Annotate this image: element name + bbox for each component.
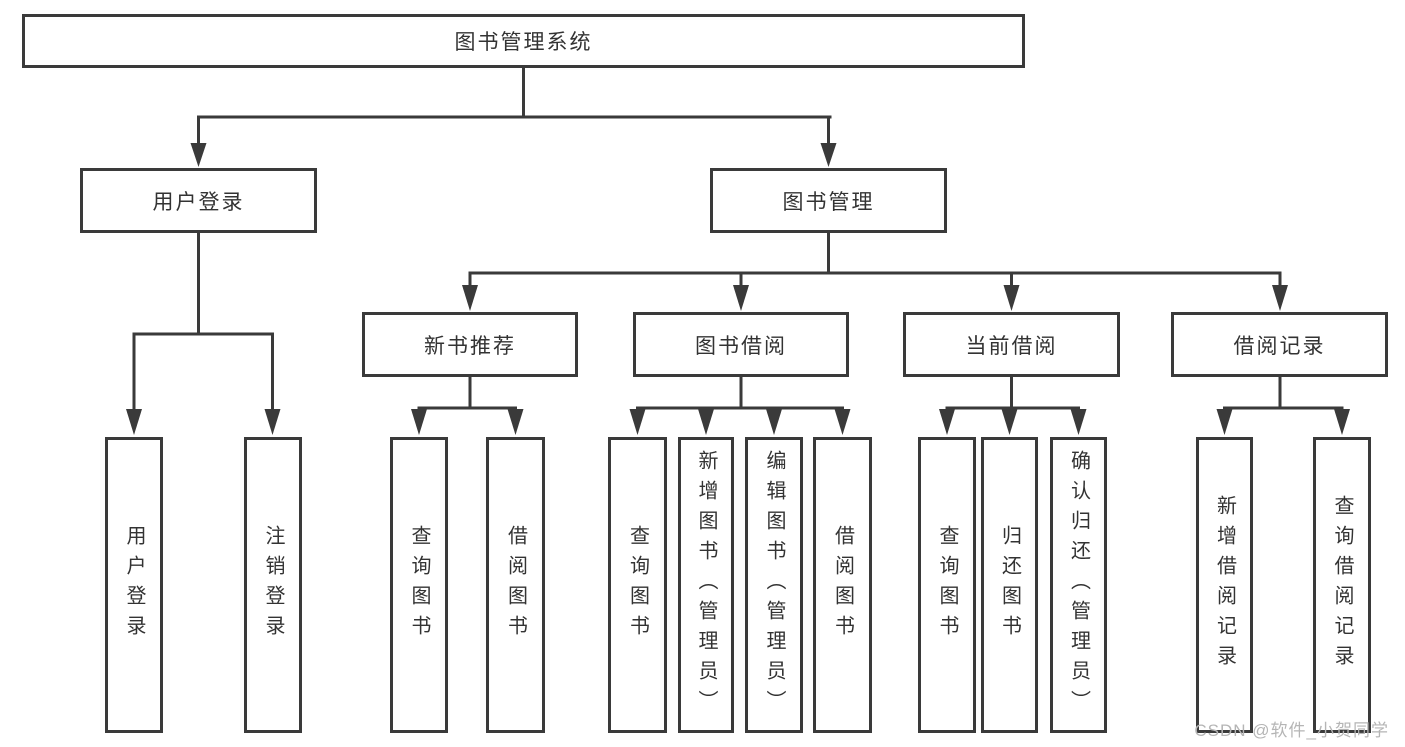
node-borrow-records: 借阅记录 xyxy=(1171,312,1388,377)
leaf-edit-books-admin-label: 编辑图书︵管理员︶ xyxy=(763,450,785,720)
leaf-return-books-label: 归还图书 xyxy=(998,525,1021,645)
node-book-management: 图书管理 xyxy=(710,168,947,233)
leaf-query-borrow-record: 查询借阅记录 xyxy=(1313,437,1371,733)
arrowhead-icons xyxy=(126,143,1350,435)
leaf-borrow-books-recommend-label: 借阅图书 xyxy=(504,525,527,645)
leaf-query-books-current-label: 查询图书 xyxy=(936,525,958,645)
leaf-add-books-admin-label: 新增图书︵管理员︶ xyxy=(695,450,717,720)
node-borrow-records-label: 借阅记录 xyxy=(1233,334,1326,358)
node-current-borrow-label: 当前借阅 xyxy=(965,334,1058,358)
leaf-add-borrow-record: 新增借阅记录 xyxy=(1196,437,1253,733)
leaf-query-books-recommend: 查询图书 xyxy=(390,437,448,733)
node-book-borrow-label: 图书借阅 xyxy=(695,334,787,358)
leaf-user-login: 用户登录 xyxy=(105,437,163,733)
leaf-borrow-books-label: 借阅图书 xyxy=(831,525,854,645)
leaf-logout-label: 注销登录 xyxy=(262,525,284,645)
node-current-borrow: 当前借阅 xyxy=(903,312,1120,377)
leaf-return-books: 归还图书 xyxy=(981,437,1038,733)
leaf-query-books-current: 查询图书 xyxy=(918,437,976,733)
leaf-add-books-admin: 新增图书︵管理员︶ xyxy=(678,437,734,733)
node-user-login-label: 用户登录 xyxy=(152,190,245,214)
leaf-confirm-return-admin-label: 确认归还︵管理员︶ xyxy=(1067,450,1090,720)
leaf-borrow-books: 借阅图书 xyxy=(813,437,872,733)
node-root-label: 图书管理系统 xyxy=(454,31,593,54)
leaf-query-borrow-record-label: 查询借阅记录 xyxy=(1331,495,1353,675)
node-book-management-label: 图书管理 xyxy=(782,190,875,214)
node-user-login: 用户登录 xyxy=(80,168,317,233)
leaf-query-books-recommend-label: 查询图书 xyxy=(408,525,430,645)
node-new-book-recommend: 新书推荐 xyxy=(362,312,578,377)
node-book-borrow: 图书借阅 xyxy=(633,312,849,377)
node-root: 图书管理系统 xyxy=(22,14,1025,68)
leaf-user-login-label: 用户登录 xyxy=(123,525,145,645)
watermark: CSDN @软件_小贺同学 xyxy=(1194,721,1389,740)
leaf-borrow-books-recommend: 借阅图书 xyxy=(486,437,545,733)
leaf-query-books-borrow-label: 查询图书 xyxy=(626,525,649,645)
leaf-confirm-return-admin: 确认归还︵管理员︶ xyxy=(1050,437,1107,733)
connector-segments xyxy=(132,68,1344,411)
node-new-book-recommend-label: 新书推荐 xyxy=(424,334,516,358)
leaf-add-borrow-record-label: 新增借阅记录 xyxy=(1213,495,1236,675)
leaf-logout: 注销登录 xyxy=(244,437,302,733)
leaf-query-books-borrow: 查询图书 xyxy=(608,437,667,733)
leaf-edit-books-admin: 编辑图书︵管理员︶ xyxy=(745,437,803,733)
